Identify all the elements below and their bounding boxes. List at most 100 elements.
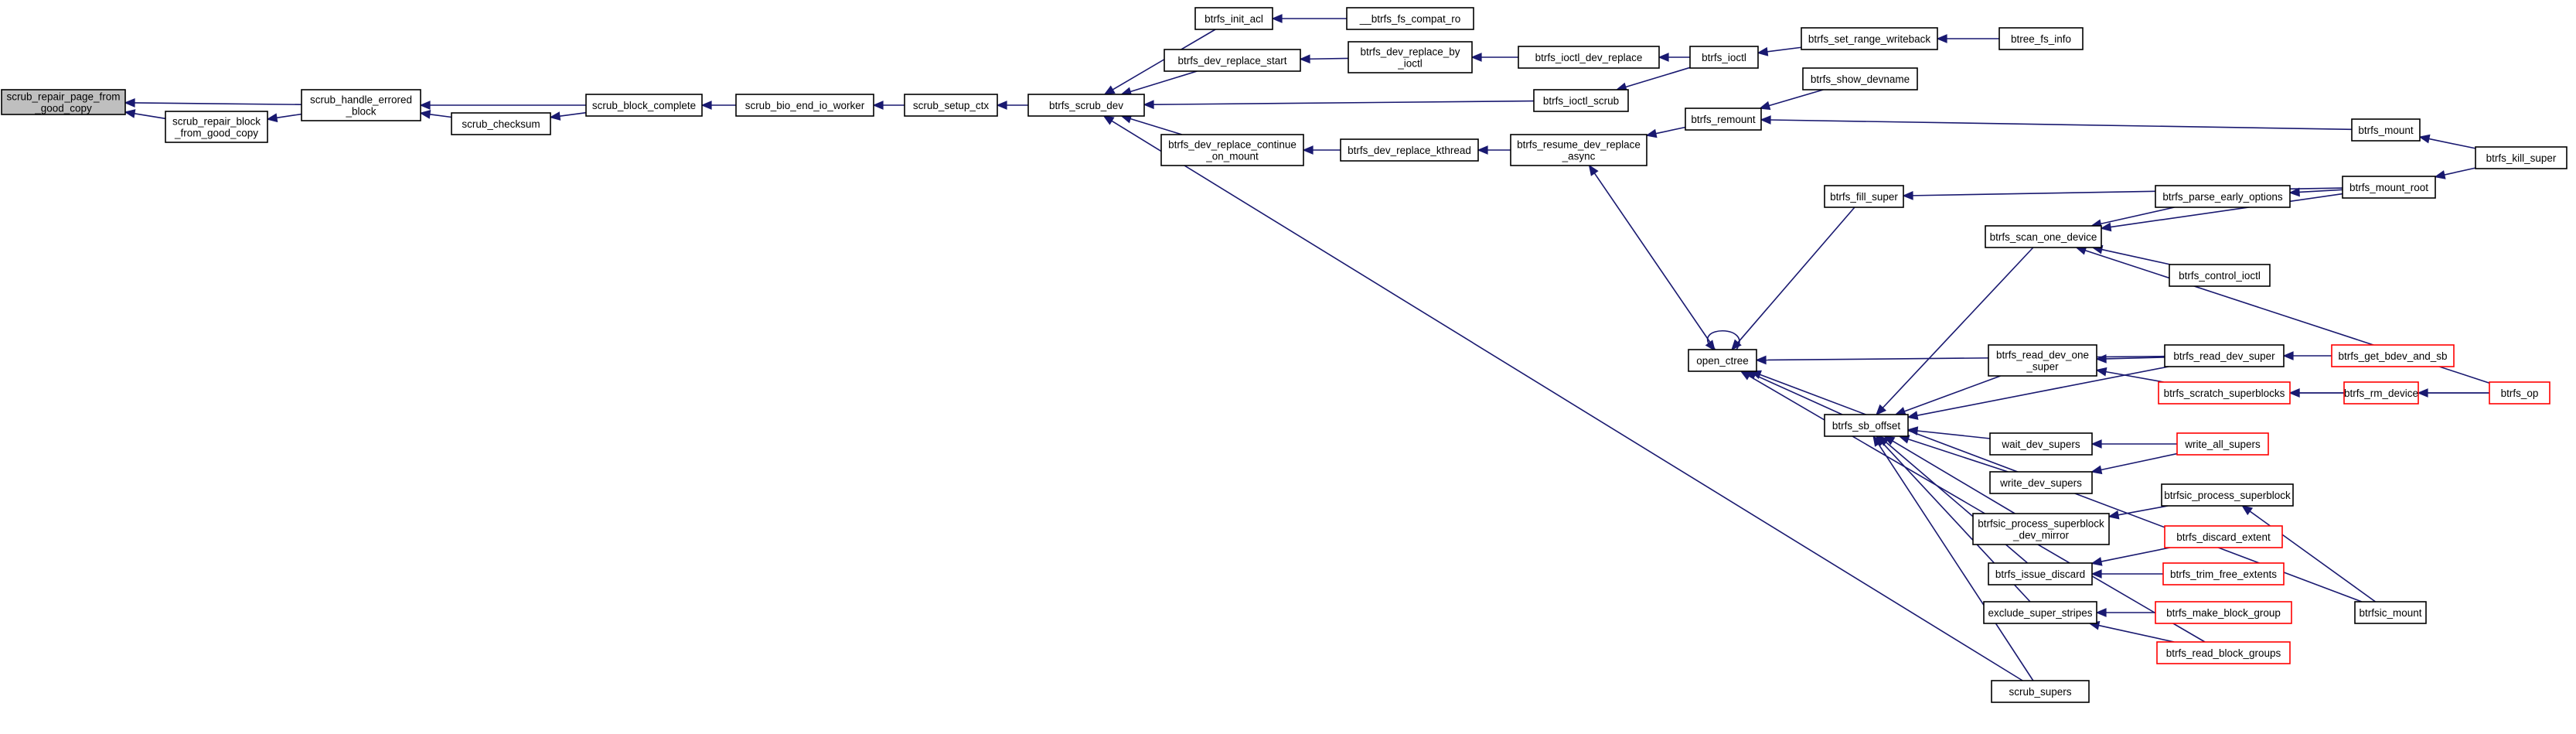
node-bci[interactable]: btrfs_control_ioctl xyxy=(2169,264,2271,287)
node-bmr[interactable]: btrfs_mount_root xyxy=(2342,176,2436,199)
node-label: btrfs_mount_root xyxy=(2349,182,2428,193)
node-wds[interactable]: wait_dev_supers xyxy=(1989,432,2093,456)
edge-arrowhead xyxy=(1103,85,1116,95)
node-bidr[interactable]: btrfs_ioctl_dev_replace xyxy=(1518,46,1660,69)
edge-arrowhead xyxy=(1705,340,1716,352)
node-bop[interactable]: btrfs_op xyxy=(2489,381,2550,405)
edge-arrowhead xyxy=(1755,355,1767,365)
edge-oc-to-oc xyxy=(1705,330,1740,352)
node-label: scrub_setup_ctx xyxy=(913,100,990,111)
node-fcr[interactable]: __btrfs_fs_compat_ro xyxy=(1346,7,1474,30)
node-bdrcom[interactable]: btrfs_dev_replace_continue_on_mount xyxy=(1160,134,1304,166)
node-box xyxy=(1027,94,1145,117)
edge-bdrbi-to-bdrs xyxy=(1299,54,1349,64)
edge-bdrk-to-bdrcom xyxy=(1302,145,1341,155)
node-box xyxy=(2158,381,2291,405)
node-bgbas[interactable]: btrfs_get_bdev_and_sb xyxy=(2331,344,2455,367)
node-box xyxy=(1533,89,1629,112)
edge-was-to-wds xyxy=(2090,439,2177,449)
node-box xyxy=(1989,432,2093,456)
node-brmd[interactable]: btrfs_rm_device xyxy=(2343,381,2419,405)
node-bremount[interactable]: btrfs_remount xyxy=(1685,108,1762,131)
node-bid[interactable]: btrfs_issue_discard xyxy=(1988,562,2093,585)
edge-sbc-to-sheb xyxy=(419,101,586,110)
node-bfi[interactable]: btree_fs_info xyxy=(1998,27,2084,50)
node-ess[interactable]: exclude_super_stripes xyxy=(1983,601,2097,624)
edge-arrowhead xyxy=(419,101,431,110)
edge-arrowhead xyxy=(996,101,1007,110)
node-bia[interactable]: btrfs_init_acl xyxy=(1194,7,1273,30)
edge-line xyxy=(1754,374,1843,415)
node-box xyxy=(2164,525,2283,548)
edge-bks-to-bmount xyxy=(2418,134,2476,149)
node-bss[interactable]: btrfs_scratch_superblocks xyxy=(2158,381,2291,405)
edge-bremount-to-brdra xyxy=(1645,126,1686,138)
edge-arrowhead xyxy=(266,113,278,123)
node-sbeiw[interactable]: scrub_bio_end_io_worker xyxy=(735,94,874,117)
node-ssc[interactable]: scrub_setup_ctx xyxy=(904,94,998,117)
node-box xyxy=(2169,264,2271,287)
node-box xyxy=(1346,7,1474,30)
node-bso[interactable]: btrfs_sb_offset xyxy=(1824,414,1909,437)
edge-line xyxy=(1917,430,1991,439)
node-label: btrfs_dev_replace_kthread xyxy=(1348,145,1471,156)
edge-sheb-to-srbgc xyxy=(266,113,302,123)
node-wrds[interactable]: write_dev_supers xyxy=(1989,471,2093,494)
edge-line xyxy=(2105,357,2165,360)
node-label: btrfs_read_block_groups xyxy=(2166,647,2281,659)
node-label: write_all_supers xyxy=(2184,439,2261,450)
node-label: _super xyxy=(2026,361,2059,373)
node-root[interactable]: scrub_repair_page_from_good_copy xyxy=(1,89,126,115)
node-box xyxy=(1685,108,1762,131)
edge-arrowhead xyxy=(1872,435,1883,447)
node-brdra[interactable]: btrfs_resume_dev_replace_async xyxy=(1510,134,1647,166)
node-bsod[interactable]: btrfs_scan_one_device xyxy=(1985,225,2102,248)
node-bioctl[interactable]: btrfs_ioctl xyxy=(1689,46,1759,69)
node-bis[interactable]: btrfs_ioctl_scrub xyxy=(1533,89,1629,112)
edge-line xyxy=(1907,438,2009,473)
node-bks[interactable]: btrfs_kill_super xyxy=(2475,146,2567,169)
node-brdos[interactable]: btrfs_read_dev_one_super xyxy=(1988,344,2097,377)
edge-sbeiw-to-sbc xyxy=(700,101,736,110)
node-label: _ioctl xyxy=(1397,58,1423,70)
node-box xyxy=(1983,601,2097,624)
node-sheb[interactable]: scrub_handle_errored_block xyxy=(301,89,421,121)
node-bsdn[interactable]: btrfs_show_devname xyxy=(1802,67,1918,90)
node-bdrbi[interactable]: btrfs_dev_replace_by_ioctl xyxy=(1348,41,1473,73)
node-bsrw[interactable]: btrfs_set_range_writeback xyxy=(1801,27,1938,50)
node-brbg[interactable]: btrfs_read_block_groups xyxy=(2156,641,2291,664)
edge-oc-to-brdra xyxy=(1588,164,1716,350)
node-bsd[interactable]: btrfs_scrub_dev xyxy=(1027,94,1145,117)
node-bpsb[interactable]: btrfsic_process_superblock xyxy=(2161,483,2294,507)
edge-bop-to-brmd xyxy=(2417,388,2489,398)
node-was[interactable]: write_all_supers xyxy=(2176,432,2269,456)
node-brds[interactable]: btrfs_read_dev_super xyxy=(2164,344,2285,367)
edge-line xyxy=(2249,510,2377,603)
node-label: write_dev_supers xyxy=(1999,477,2082,489)
edge-bpsb-to-bpsdm xyxy=(2107,505,2169,520)
edge-bsd-to-ssc xyxy=(996,101,1028,110)
edge-line xyxy=(1111,120,2023,681)
node-box xyxy=(1998,27,2084,50)
node-bfs[interactable]: btrfs_fill_super xyxy=(1824,185,1904,208)
node-bcm[interactable]: btrfsic_mount xyxy=(2354,601,2427,624)
node-bdrk[interactable]: btrfs_dev_replace_kthread xyxy=(1340,138,1479,162)
node-bde[interactable]: btrfs_discard_extent xyxy=(2164,525,2283,548)
node-bpeo[interactable]: btrfs_parse_early_options xyxy=(2155,185,2291,208)
node-bmbg[interactable]: btrfs_make_block_group xyxy=(2155,601,2292,624)
node-bpsdm[interactable]: btrfsic_process_superblock_dev_mirror xyxy=(1972,513,2110,545)
node-oc[interactable]: open_ctree xyxy=(1688,349,1757,372)
node-ssup[interactable]: scrub_supers xyxy=(1991,680,2090,703)
node-bdrs[interactable]: btrfs_dev_replace_start xyxy=(1164,49,1301,72)
edge-bioctl-to-bidr xyxy=(1658,53,1690,62)
node-schk[interactable]: scrub_checksum xyxy=(451,112,551,135)
node-box xyxy=(735,94,874,117)
node-box xyxy=(2475,146,2567,169)
edge-brbg-to-oc xyxy=(1739,370,2206,643)
node-sbc[interactable]: scrub_block_complete xyxy=(585,94,703,117)
node-bmount[interactable]: btrfs_mount xyxy=(2351,118,2421,142)
node-btfe[interactable]: btrfs_trim_free_extents xyxy=(2162,562,2285,585)
edge-line xyxy=(1153,100,1535,105)
node-srbgc[interactable]: scrub_repair_block_from_good_copy xyxy=(165,111,268,143)
node-label: btrfs_dev_replace_by xyxy=(1360,46,1460,58)
